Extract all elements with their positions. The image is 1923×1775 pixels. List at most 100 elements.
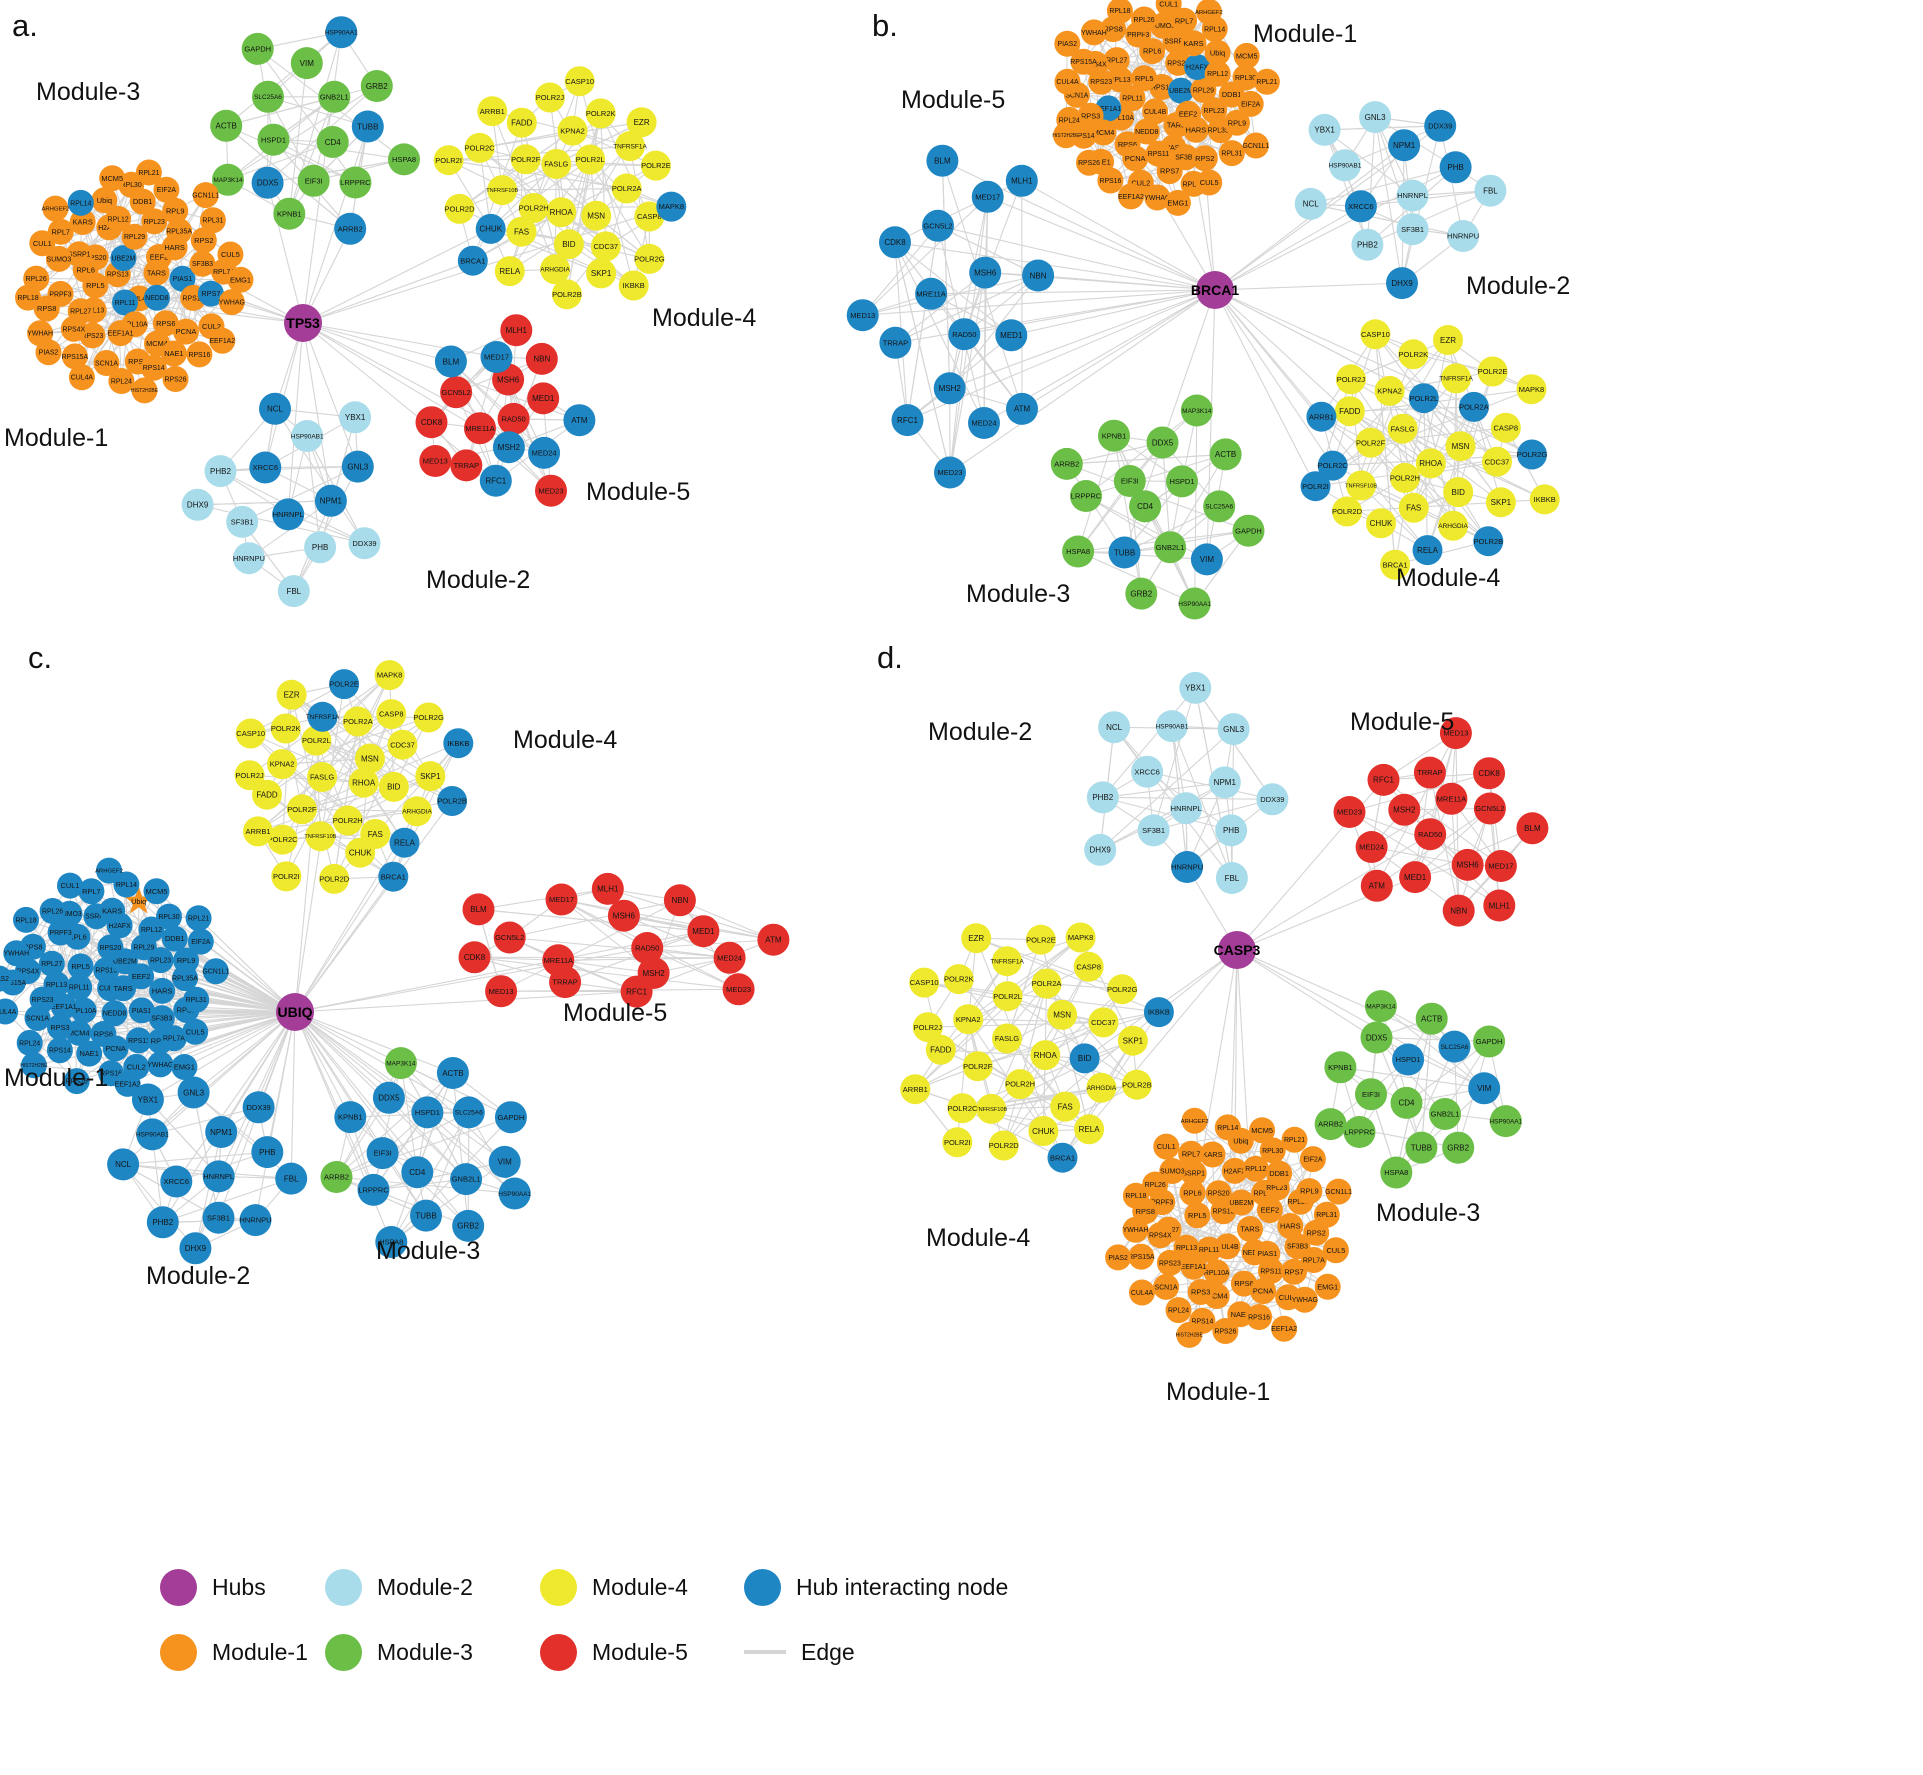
node-CASP8[interactable] (1073, 951, 1104, 982)
node-POLR2A[interactable] (342, 706, 373, 737)
node-RPL31[interactable] (183, 986, 210, 1013)
node-HNRNPU[interactable] (1171, 851, 1204, 883)
node-RPL11[interactable] (66, 974, 93, 1001)
node-FAS[interactable] (1398, 492, 1429, 523)
node-CHUK[interactable] (475, 213, 506, 244)
node-POLR2D[interactable] (319, 863, 350, 894)
node-CASP10[interactable] (235, 718, 266, 749)
node-DDB1[interactable] (161, 925, 188, 952)
node-TUBB[interactable] (1108, 536, 1141, 569)
node-CD4[interactable] (316, 126, 349, 158)
node-BID[interactable] (553, 229, 584, 260)
node-SF3B1[interactable] (1137, 814, 1170, 847)
node-POLR2L[interactable] (1408, 383, 1439, 414)
node-FADD[interactable] (252, 779, 282, 810)
node-H2AFX[interactable] (1221, 1157, 1248, 1184)
node-NAE1[interactable] (160, 340, 187, 367)
node-CHUK[interactable] (345, 837, 376, 868)
node-YWHAH[interactable] (1080, 19, 1107, 46)
node-CUL1[interactable] (57, 872, 83, 899)
node-PHB[interactable] (1439, 151, 1472, 184)
node-ATM[interactable] (1006, 392, 1038, 425)
node-SF3B1[interactable] (226, 505, 259, 538)
node-RPS2[interactable] (1191, 145, 1218, 172)
node-HIST2H2BE[interactable] (1053, 122, 1079, 149)
node-RFC1[interactable] (479, 464, 512, 497)
node-FASLG[interactable] (541, 149, 572, 179)
node-POLR2E[interactable] (640, 150, 671, 181)
node-DDX39[interactable] (1424, 109, 1457, 142)
node-PHB[interactable] (304, 531, 337, 564)
node-RPS4X[interactable] (60, 315, 87, 342)
node-HSPA8[interactable] (1380, 1156, 1413, 1189)
node-POLR2K[interactable] (585, 98, 616, 129)
node-RPS2[interactable] (190, 227, 217, 254)
node-XRCC6[interactable] (249, 451, 282, 484)
node-RPS26[interactable] (1076, 149, 1102, 176)
node-RPL5[interactable] (1131, 65, 1158, 92)
node-HSPD1[interactable] (257, 123, 290, 156)
hub-CASP3[interactable] (1218, 931, 1256, 969)
node-BRCA1[interactable] (457, 245, 488, 276)
node-GNB2L1[interactable] (450, 1163, 483, 1196)
node-DDX5[interactable] (1360, 1021, 1393, 1054)
node-POLR2E[interactable] (329, 669, 360, 700)
node-SLC25A6[interactable] (452, 1096, 485, 1129)
node-CHUK[interactable] (1028, 1116, 1059, 1146)
hub-TP53[interactable] (284, 304, 322, 342)
node-HSP90AA1[interactable] (498, 1177, 531, 1210)
node-IKBKB[interactable] (443, 728, 474, 759)
node-Ubiq[interactable] (91, 187, 118, 214)
node-EZR[interactable] (626, 107, 657, 138)
node-RPL5[interactable] (1184, 1202, 1211, 1229)
node-CUL1[interactable] (29, 230, 56, 257)
node-MED17[interactable] (545, 883, 578, 916)
node-NEDD8[interactable] (101, 1000, 128, 1027)
node-CUL4A[interactable] (68, 364, 95, 391)
node-MSN[interactable] (354, 743, 385, 774)
node-FASLG[interactable] (307, 762, 338, 792)
node-RPL11[interactable] (112, 289, 138, 316)
node-EIF2A[interactable] (187, 928, 214, 955)
node-RPS16[interactable] (1246, 1304, 1273, 1330)
node-RAD50[interactable] (948, 318, 981, 351)
node-NCL[interactable] (1294, 187, 1327, 220)
node-RFC1[interactable] (1367, 763, 1400, 796)
node-MED17[interactable] (1484, 850, 1517, 882)
node-GNB2L1[interactable] (318, 80, 351, 113)
node-YBX1[interactable] (1308, 113, 1341, 146)
node-DDX39[interactable] (242, 1091, 275, 1124)
node-HNRNPU[interactable] (239, 1204, 272, 1237)
node-NBN[interactable] (663, 884, 696, 917)
node-NPM1[interactable] (1388, 129, 1421, 162)
node-UBE2M[interactable] (1168, 77, 1194, 104)
node-GAPDH[interactable] (241, 32, 274, 65)
node-RFC1[interactable] (620, 975, 653, 1008)
node-RPS20[interactable] (97, 934, 124, 961)
node-HIST2H2BE[interactable] (1176, 1321, 1203, 1348)
node-RPL7A[interactable] (1300, 1247, 1327, 1273)
node-SCN1A[interactable] (24, 1005, 51, 1031)
node-MED1[interactable] (1399, 861, 1432, 894)
node-ACTB[interactable] (210, 109, 243, 142)
node-ACTB[interactable] (1415, 1002, 1448, 1035)
node-PIAS2[interactable] (1105, 1244, 1132, 1271)
node-MSH2[interactable] (933, 372, 966, 405)
node-DDX39[interactable] (1256, 783, 1289, 816)
node-RPL12[interactable] (105, 205, 132, 232)
node-Ubiq[interactable] (1204, 39, 1231, 66)
node-HSP90AB1[interactable] (1155, 710, 1188, 743)
node-NBN[interactable] (1022, 259, 1055, 292)
node-TNFRSF10B[interactable] (976, 1093, 1007, 1124)
node-EZR[interactable] (276, 679, 307, 710)
node-XRCC6[interactable] (1344, 190, 1377, 223)
node-RPS7[interactable] (1281, 1258, 1307, 1285)
node-ARHGDIA[interactable] (1086, 1072, 1117, 1103)
node-RPL35A[interactable] (166, 218, 193, 245)
node-MSH2[interactable] (492, 431, 525, 464)
node-SKP1[interactable] (1117, 1025, 1148, 1056)
node-TNFRSF1A[interactable] (307, 701, 338, 732)
node-TNFRSF1A[interactable] (992, 946, 1022, 977)
node-RPS15A[interactable] (1128, 1243, 1155, 1270)
node-ARRB2[interactable] (334, 212, 367, 245)
